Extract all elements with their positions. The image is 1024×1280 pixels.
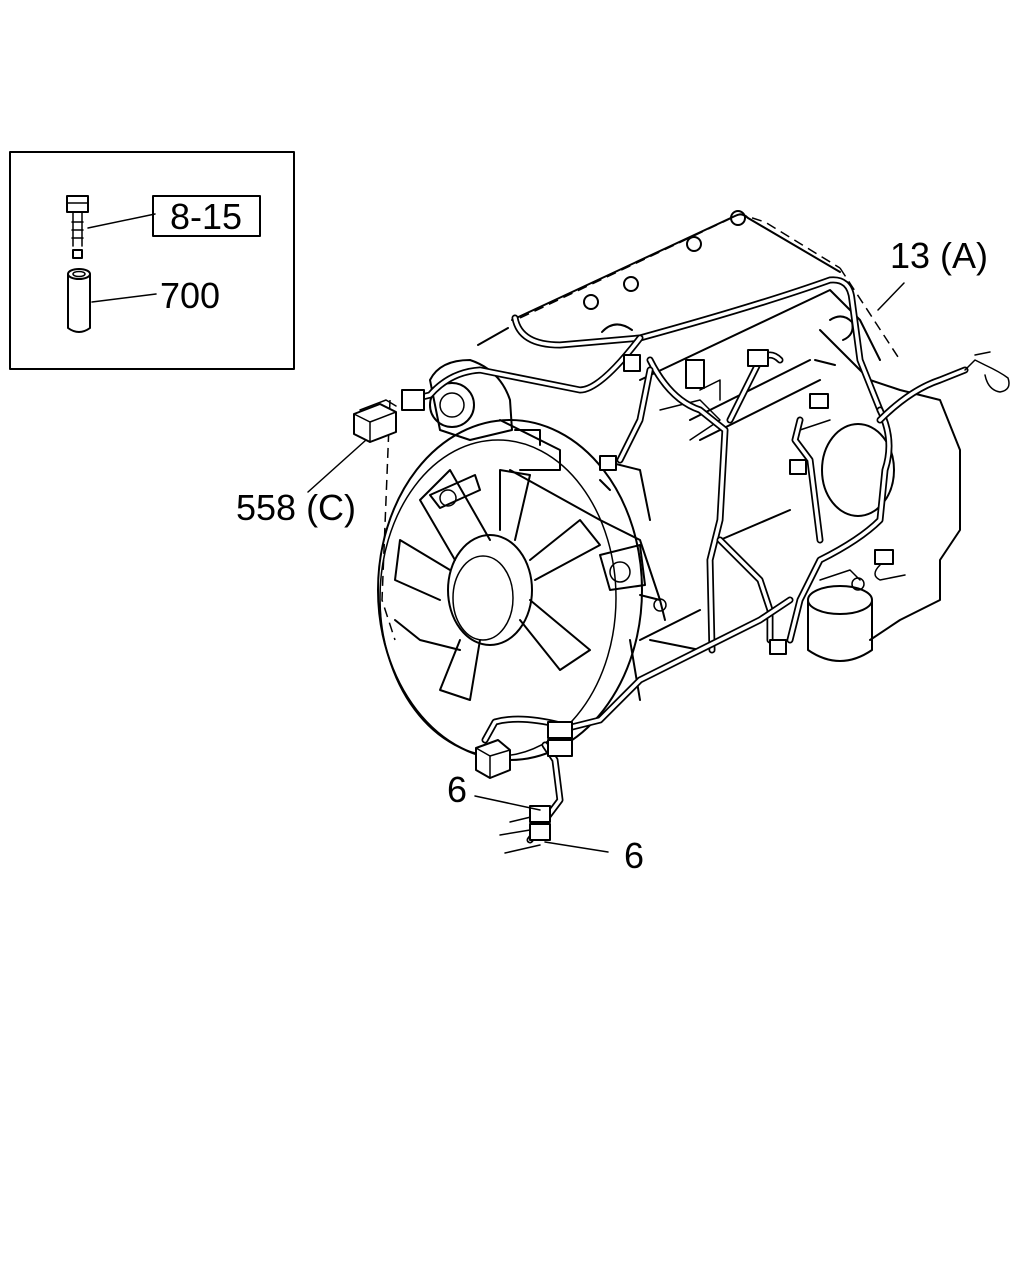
leader-harness (877, 282, 905, 311)
cooling-fan-icon (377, 419, 646, 761)
leader-bolt (87, 213, 156, 229)
connector-icon (769, 639, 787, 655)
leader-collar (91, 293, 157, 303)
cover-stud-icon (686, 236, 702, 252)
connector-upper-label: 6 (447, 769, 467, 810)
connector-icon (547, 721, 573, 739)
ref-box-8-15 (152, 195, 261, 237)
connector-icon (623, 354, 641, 372)
collar-ref-label: 700 (160, 275, 220, 316)
connector-lower-label: 6 (624, 835, 644, 876)
bolt-icon (66, 195, 89, 259)
callouts: 13 (A) 558 (C) 6 6 (236, 235, 988, 876)
connector-icon (401, 389, 425, 411)
leader-cap (307, 439, 367, 493)
pulley-icon (429, 382, 475, 428)
cover-stud-icon (730, 210, 746, 226)
leader-connector-lower (544, 841, 609, 853)
leader-connector-upper (474, 795, 541, 811)
sensor-icon (685, 359, 705, 389)
connector-icon (809, 393, 829, 409)
inset-frame (9, 151, 295, 370)
connector-icon (747, 349, 769, 367)
wiring-harness (406, 276, 1010, 854)
engine-block (381, 210, 961, 701)
cap-label: 558 (C) (236, 487, 356, 528)
connector-icon (789, 459, 807, 475)
inset-panel: 8-15 700 (9, 151, 295, 370)
connector-6-upper-icon (529, 805, 551, 823)
housing-bore-icon (821, 423, 895, 517)
connector-icon (547, 739, 573, 757)
harness-label: 13 (A) (890, 235, 988, 276)
harness-connectors (401, 349, 906, 841)
cover-stud-icon (583, 294, 599, 310)
starter-motor-icon (807, 569, 873, 662)
cover-stud-icon (623, 276, 639, 292)
cap-part-icon (353, 399, 397, 443)
connector-icon (874, 549, 894, 565)
main-connector-icon (475, 739, 511, 779)
connector-icon (599, 455, 617, 471)
bolt-ref-label: 8-15 (170, 196, 242, 237)
collar-icon (67, 268, 91, 333)
connector-6-lower-icon (529, 823, 551, 841)
